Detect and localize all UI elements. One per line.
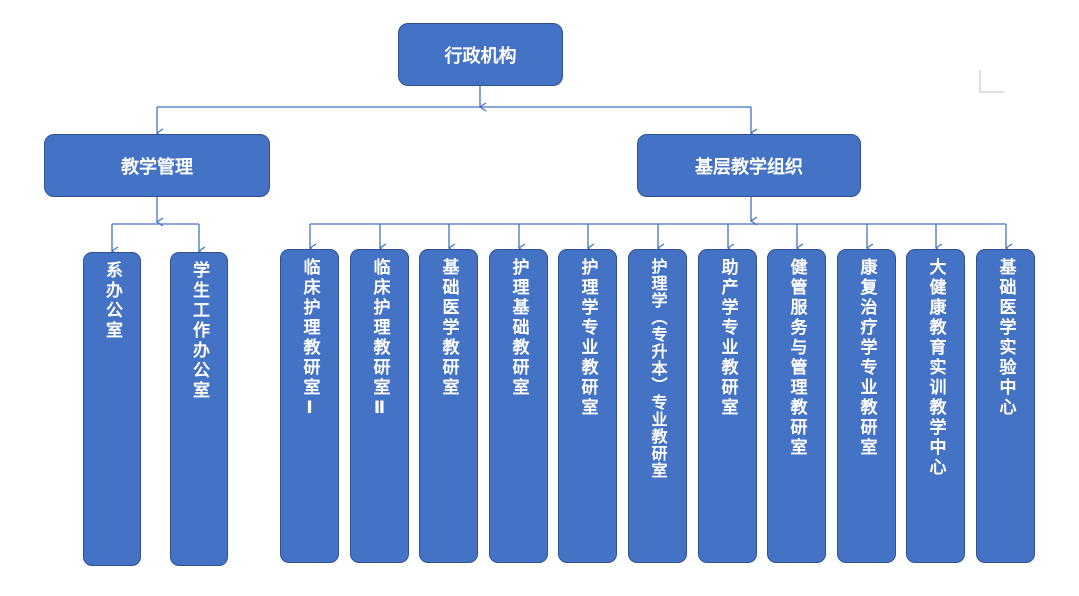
node-clinical-nursing-2-label: 临床护理教研室Ⅱ — [369, 258, 390, 421]
node-health-education-center: 大健康教育实训教学中心 — [906, 249, 965, 563]
node-basic-medicine: 基础医学教研室 — [419, 249, 478, 563]
node-root-label: 行政机构 — [444, 45, 517, 67]
node-nursing-fundamentals: 护理基础教研室 — [489, 249, 548, 563]
node-midwifery-major: 助产学专业教研室 — [698, 249, 757, 563]
node-clinical-nursing-1: 临床护理教研室Ⅰ — [280, 249, 339, 563]
node-midwifery-major-label: 助产学专业教研室 — [717, 258, 738, 418]
node-teaching-management: 教学管理 — [44, 134, 270, 197]
node-nursing-fundamentals-label: 护理基础教研室 — [508, 258, 529, 398]
node-rehabilitation-major-label: 康复治疗学专业教研室 — [856, 258, 877, 458]
node-student-affairs-office-label: 学生工作办公室 — [189, 261, 209, 401]
page-corner-mark — [979, 70, 1004, 93]
node-health-education-center-label: 大健康教育实训教学中心 — [925, 258, 946, 478]
node-clinical-nursing-1-label: 临床护理教研室Ⅰ — [299, 258, 320, 421]
node-nursing-major-label: 护理学专业教研室 — [577, 258, 598, 418]
node-health-management-label: 健管服务与管理教研室 — [786, 258, 807, 458]
node-nursing-upgrade-major-label: 护理学（专升本）专业教研室 — [648, 258, 668, 479]
node-grassroots-teaching-org: 基层教学组织 — [637, 134, 861, 197]
node-health-management: 健管服务与管理教研室 — [767, 249, 826, 563]
node-basic-medicine-label: 基础医学教研室 — [438, 258, 459, 398]
node-basic-medicine-lab-label: 基础医学实验中心 — [995, 258, 1016, 418]
node-grassroots-teaching-org-label: 基层教学组织 — [695, 156, 803, 178]
node-root: 行政机构 — [398, 23, 563, 86]
node-nursing-major: 护理学专业教研室 — [558, 249, 617, 563]
node-student-affairs-office: 学生工作办公室 — [170, 252, 228, 566]
node-basic-medicine-lab: 基础医学实验中心 — [976, 249, 1035, 563]
node-clinical-nursing-2: 临床护理教研室Ⅱ — [350, 249, 409, 563]
node-department-office-label: 系办公室 — [102, 261, 122, 341]
node-nursing-upgrade-major: 护理学（专升本）专业教研室 — [628, 249, 687, 563]
node-rehabilitation-major: 康复治疗学专业教研室 — [837, 249, 896, 563]
node-department-office: 系办公室 — [83, 252, 141, 566]
node-teaching-management-label: 教学管理 — [121, 156, 193, 178]
